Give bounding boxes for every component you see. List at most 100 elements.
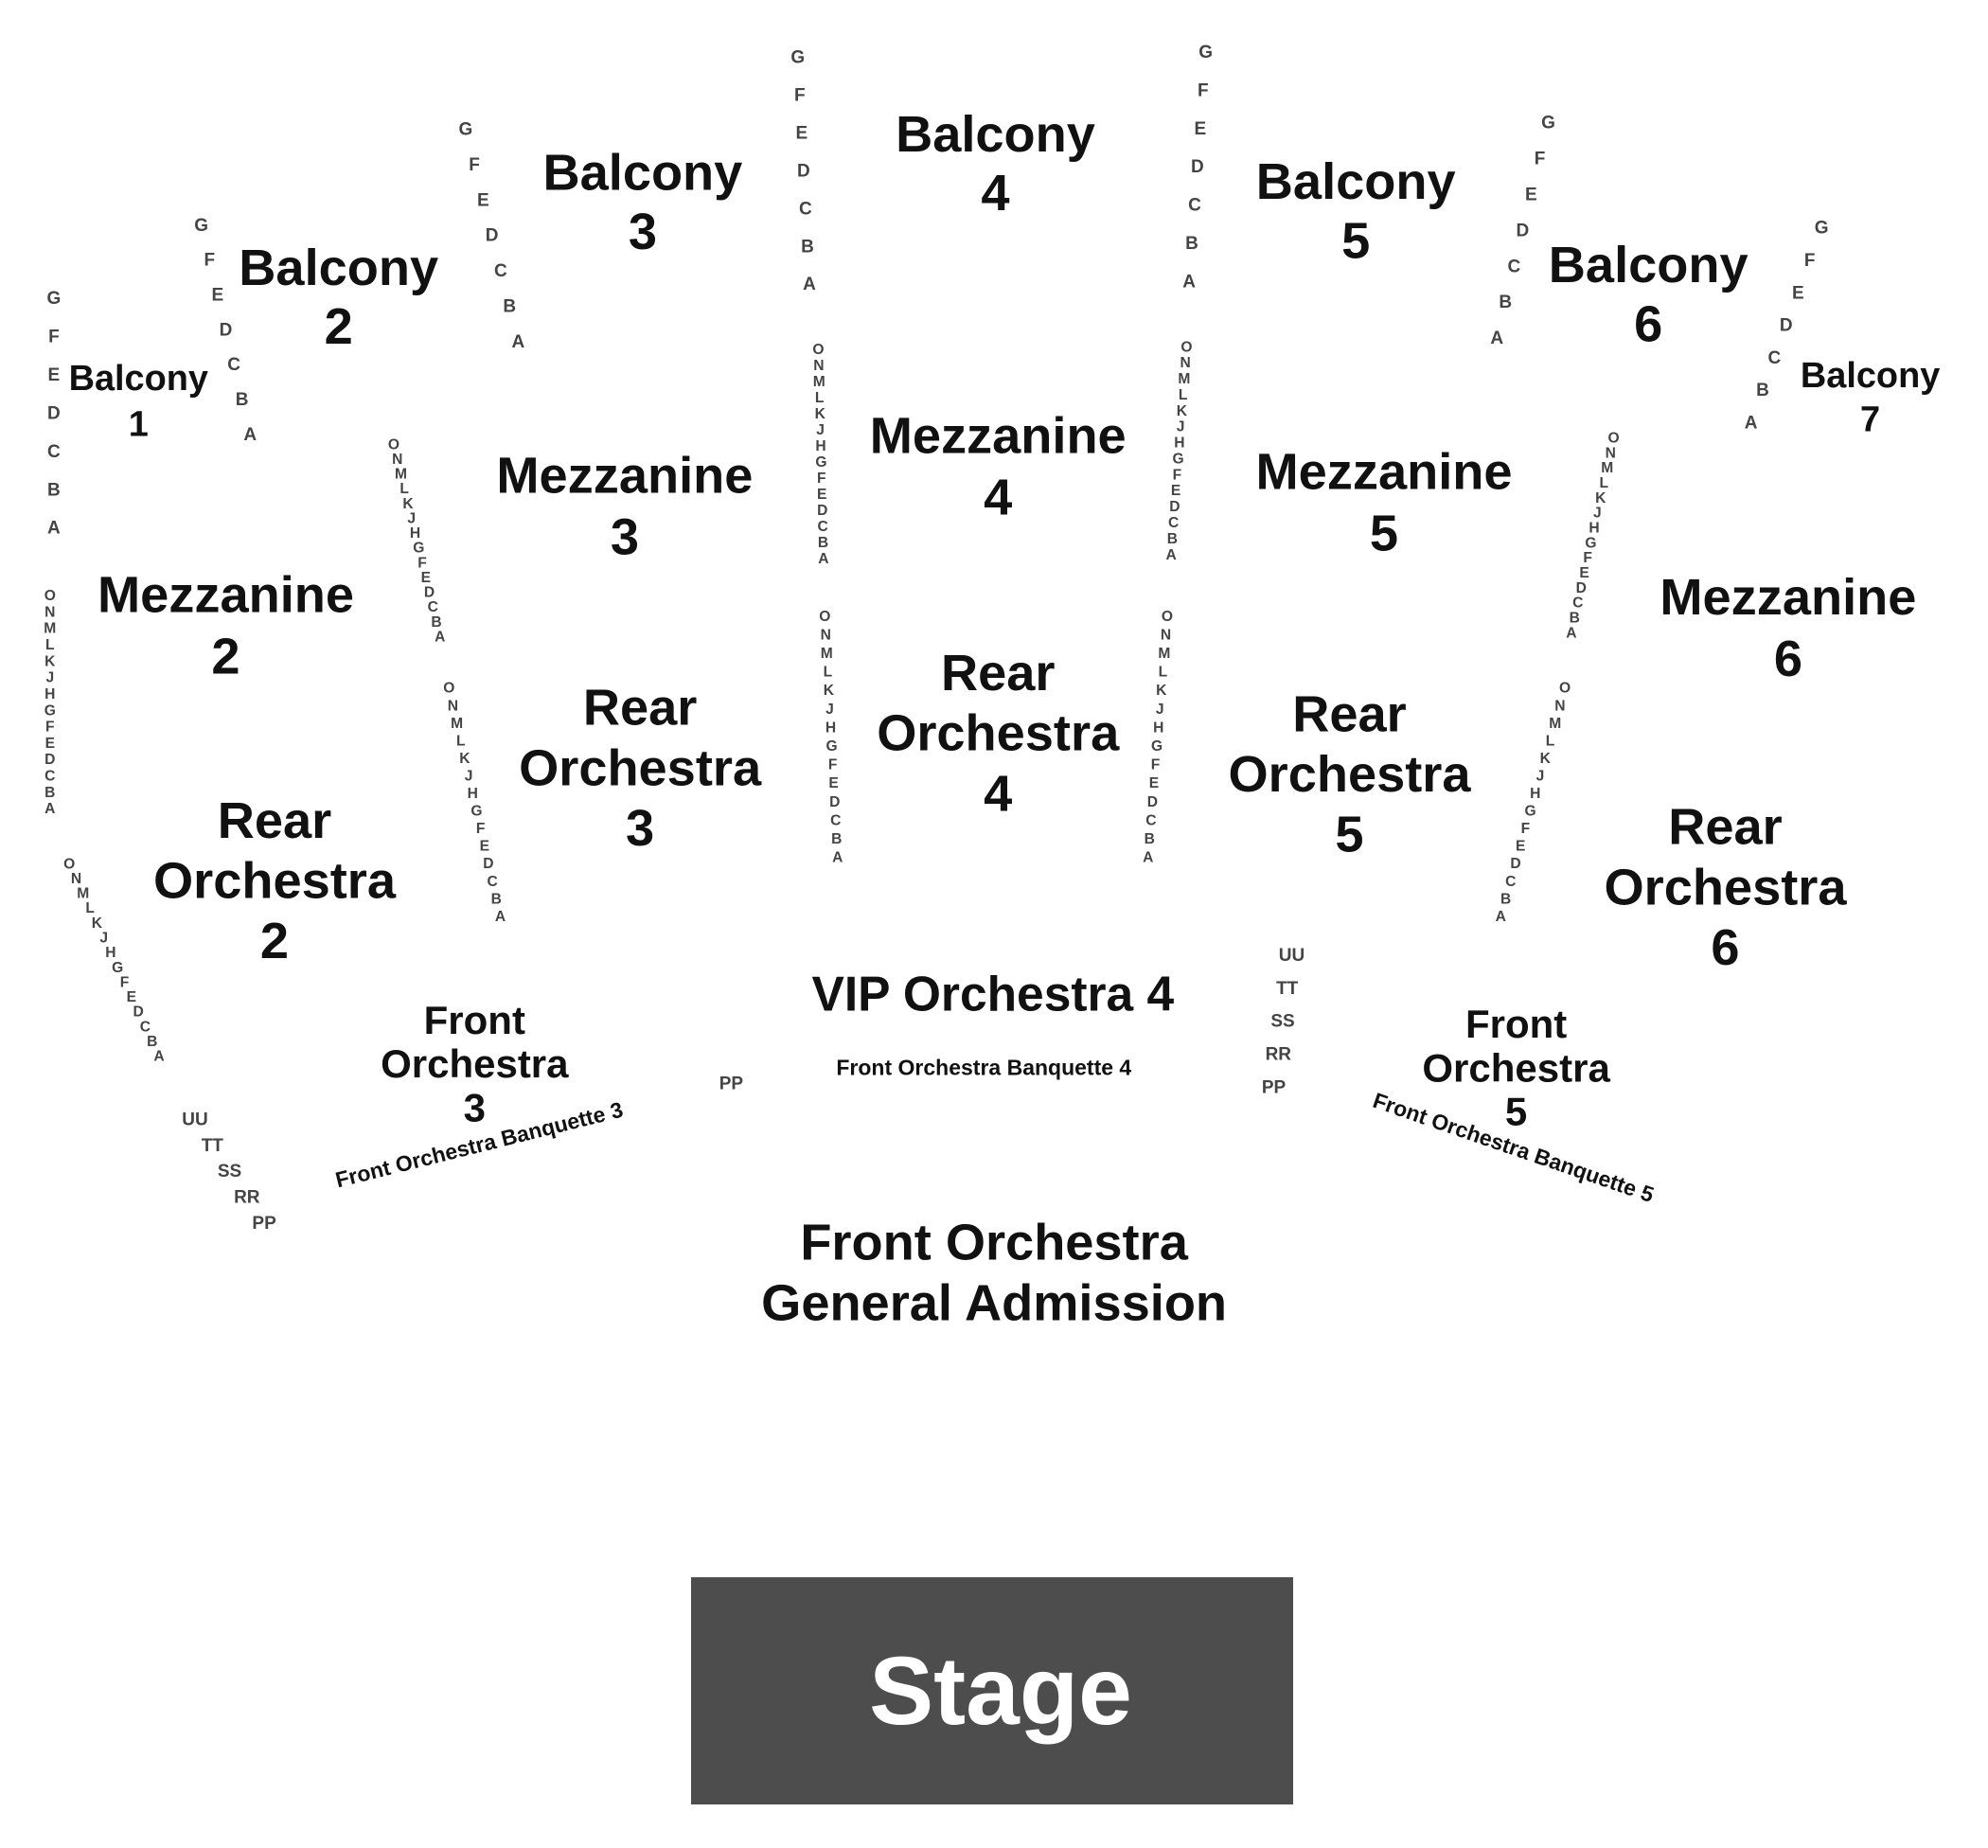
section-mezzanine-2[interactable]: Mezzanine	[98, 566, 354, 623]
section-balcony-1[interactable]: 1	[129, 405, 149, 445]
section-mezzanine-5[interactable]: Mezzanine	[1256, 443, 1513, 500]
section-mezzanine-6[interactable]: Mezzanine	[1660, 569, 1916, 626]
balcony-1-rows: C	[47, 442, 61, 462]
front-orchestra-3-box-rows: PP	[252, 1214, 276, 1234]
section-rear-orchestra-5[interactable]: Orchestra	[1228, 746, 1471, 803]
section-rear-orchestra-2[interactable]: Rear	[218, 792, 332, 849]
section-balcony-7[interactable]: Balcony	[1801, 356, 1940, 396]
rear-orchestra-2-left-rows: N	[71, 871, 81, 887]
section-rear-orchestra-3[interactable]: 3	[626, 800, 654, 857]
section-mezzanine-2[interactable]: 2	[211, 628, 240, 684]
section-rear-orchestra-4[interactable]: Rear	[941, 645, 1056, 702]
balcony-6-left-rows: D	[1517, 221, 1530, 240]
section-rear-orchestra-6[interactable]: Rear	[1668, 799, 1783, 856]
section-balcony-3[interactable]: Balcony	[543, 145, 743, 202]
rear-orchestra-6-left-rows: E	[1516, 839, 1525, 855]
section-mezzanine-5[interactable]: 5	[1370, 505, 1398, 561]
front-orchestra-5-box-rows: PP	[1262, 1078, 1287, 1098]
mezzanine-6-left-rows: G	[1585, 535, 1596, 551]
mezzanine-2-rows: F	[45, 720, 55, 736]
balcony-1-rows: B	[47, 480, 61, 500]
rear-orchestra-6-left-rows: K	[1540, 751, 1552, 767]
rear-orchestra-4-left-rows: B	[831, 831, 842, 847]
section-balcony-2[interactable]: 2	[325, 298, 353, 355]
rear-orchestra-6-left-rows: O	[1559, 681, 1571, 697]
rear-orchestra-2-left-rows: D	[133, 1004, 143, 1021]
front-orchestra-3-box-rows: UU	[182, 1110, 207, 1129]
section-mezzanine-3[interactable]: 3	[611, 508, 639, 565]
section-balcony-4[interactable]: 4	[981, 165, 1009, 222]
section-balcony-5[interactable]: Balcony	[1256, 153, 1456, 210]
mezzanine-6-left-rows: F	[1583, 550, 1592, 566]
section-banquette-4[interactable]: Front Orchestra Banquette 4	[836, 1056, 1131, 1080]
section-front-orchestra-3[interactable]: 3	[464, 1085, 486, 1129]
balcony-4-right-rows: G	[1198, 43, 1213, 62]
rear-orchestra-3-left-rows: H	[468, 786, 478, 802]
section-general-admission[interactable]: Front Orchestra	[800, 1215, 1188, 1271]
section-rear-orchestra-3[interactable]: Orchestra	[519, 739, 762, 796]
section-rear-orchestra-6[interactable]: 6	[1711, 919, 1739, 976]
section-balcony-6[interactable]: Balcony	[1549, 237, 1748, 293]
rear-orchestra-3-left-rows: K	[459, 751, 470, 767]
mezzanine-3-left-rows: M	[395, 467, 407, 483]
mezzanine-2-rows: K	[44, 653, 56, 669]
section-balcony-4[interactable]: Balcony	[896, 106, 1095, 163]
rear-orchestra-4-right-rows: C	[1145, 812, 1156, 828]
mezzanine-3-left-rows: J	[407, 510, 416, 526]
rear-orchestra-2-left-rows: B	[147, 1034, 157, 1050]
section-rear-orchestra-3[interactable]: Rear	[583, 680, 698, 737]
mezzanine-3-left-rows: G	[413, 541, 424, 557]
section-mezzanine-4[interactable]: 4	[984, 469, 1012, 525]
rear-orchestra-3-left-rows: E	[480, 839, 489, 855]
balcony-4-left-rows: B	[801, 237, 814, 257]
section-rear-orchestra-2[interactable]: 2	[260, 913, 289, 969]
section-balcony-3[interactable]: 3	[629, 204, 657, 260]
section-general-admission[interactable]: General Admission	[761, 1274, 1227, 1331]
section-balcony-6[interactable]: 6	[1634, 295, 1662, 352]
section-rear-orchestra-4[interactable]: 4	[984, 765, 1012, 822]
mezzanine-6-left-rows: A	[1566, 625, 1576, 641]
rear-orchestra-4-right-rows: L	[1159, 665, 1168, 681]
balcony-4-left-rows: E	[796, 123, 808, 143]
rear-orchestra-2-left-rows: M	[77, 886, 89, 902]
mezzanine-4-left-rows: G	[815, 454, 826, 471]
mezzanine-3-left-rows: K	[402, 496, 414, 512]
section-rear-orchestra-2[interactable]: Orchestra	[153, 853, 397, 910]
section-balcony-5[interactable]: 5	[1341, 212, 1370, 269]
stage[interactable]: Stage	[691, 1577, 1293, 1804]
balcony-1-rows: A	[47, 519, 61, 539]
section-rear-orchestra-5[interactable]: Rear	[1292, 685, 1407, 742]
rear-orchestra-3-left-rows: M	[451, 716, 463, 732]
section-mezzanine-6[interactable]: 6	[1774, 631, 1802, 687]
balcony-3-rows: G	[459, 119, 473, 139]
section-front-orchestra-5[interactable]: 5	[1505, 1089, 1527, 1133]
mezzanine-2-rows: M	[44, 621, 56, 637]
section-rear-orchestra-4[interactable]: Orchestra	[877, 705, 1120, 762]
section-rear-orchestra-5[interactable]: 5	[1335, 807, 1363, 863]
section-front-orchestra-5[interactable]: Orchestra	[1422, 1045, 1610, 1090]
balcony-7-left-rows: B	[1756, 381, 1769, 400]
rear-orchestra-3-left-rows: G	[470, 804, 482, 820]
section-mezzanine-3[interactable]: Mezzanine	[496, 447, 753, 504]
mezzanine-4-left-rows: N	[813, 358, 824, 374]
section-balcony-1[interactable]: Balcony	[69, 359, 208, 399]
rear-orchestra-3-left-rows: O	[443, 681, 454, 697]
rear-orchestra-4-left-rows: E	[828, 775, 838, 791]
section-front-orchestra-3[interactable]: Orchestra	[381, 1041, 569, 1086]
section-mezzanine-4[interactable]: Mezzanine	[870, 407, 1127, 464]
mezzanine-2-rows: E	[45, 736, 55, 752]
front-orchestra-3-box-rows: RR	[234, 1188, 260, 1208]
section-rear-orchestra-6[interactable]: Orchestra	[1604, 859, 1847, 915]
section-vip-orchestra-4[interactable]: VIP Orchestra 4	[811, 967, 1174, 1022]
rear-orchestra-3-left-rows: N	[448, 698, 458, 714]
section-front-orchestra-5[interactable]: Front	[1465, 1002, 1567, 1046]
section-front-orchestra-3[interactable]: Front	[424, 998, 525, 1042]
rear-orchestra-2-left-rows: J	[99, 931, 108, 947]
balcony-3-rows: A	[512, 332, 525, 352]
balcony-1-rows: D	[47, 403, 61, 423]
rear-orchestra-6-left-rows: B	[1500, 891, 1511, 907]
section-balcony-7[interactable]: 7	[1860, 400, 1880, 439]
section-balcony-2[interactable]: Balcony	[239, 240, 438, 296]
mezzanine-4-left-rows: C	[817, 519, 827, 535]
